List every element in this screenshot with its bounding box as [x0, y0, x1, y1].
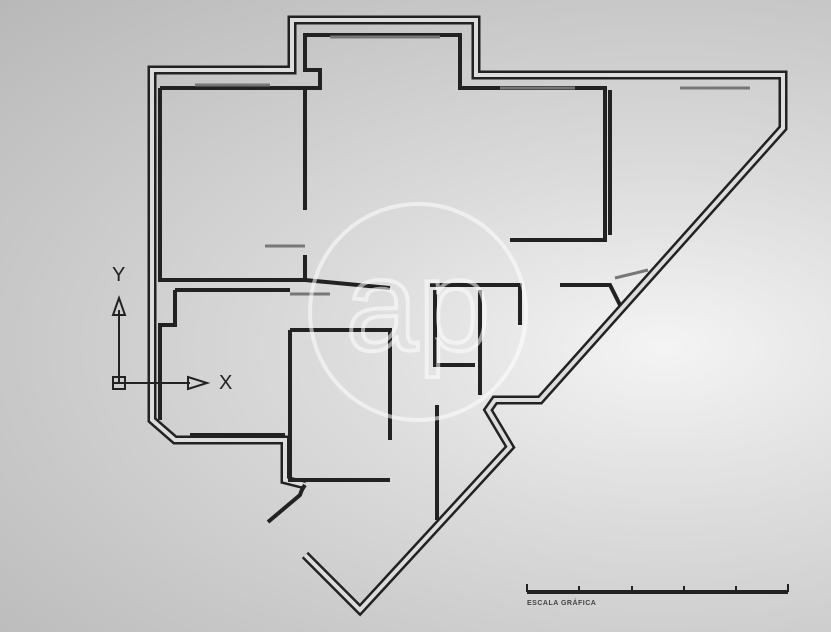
watermark-logo: ap — [308, 202, 528, 422]
coordinate-axes — [111, 294, 211, 391]
inner-walls — [158, 33, 622, 520]
windows — [195, 35, 750, 296]
x-arrow-icon — [187, 375, 211, 391]
outer-walls — [147, 15, 788, 617]
scale-bar — [526, 584, 789, 594]
y-axis-label: Y — [112, 264, 126, 286]
x-axis-label: X — [219, 372, 233, 394]
y-arrow-icon — [111, 294, 127, 316]
scale-bar-label: ESCALA GRÁFICA — [527, 600, 597, 607]
door-swing — [266, 483, 307, 524]
svg-text:ap: ap — [346, 232, 491, 378]
